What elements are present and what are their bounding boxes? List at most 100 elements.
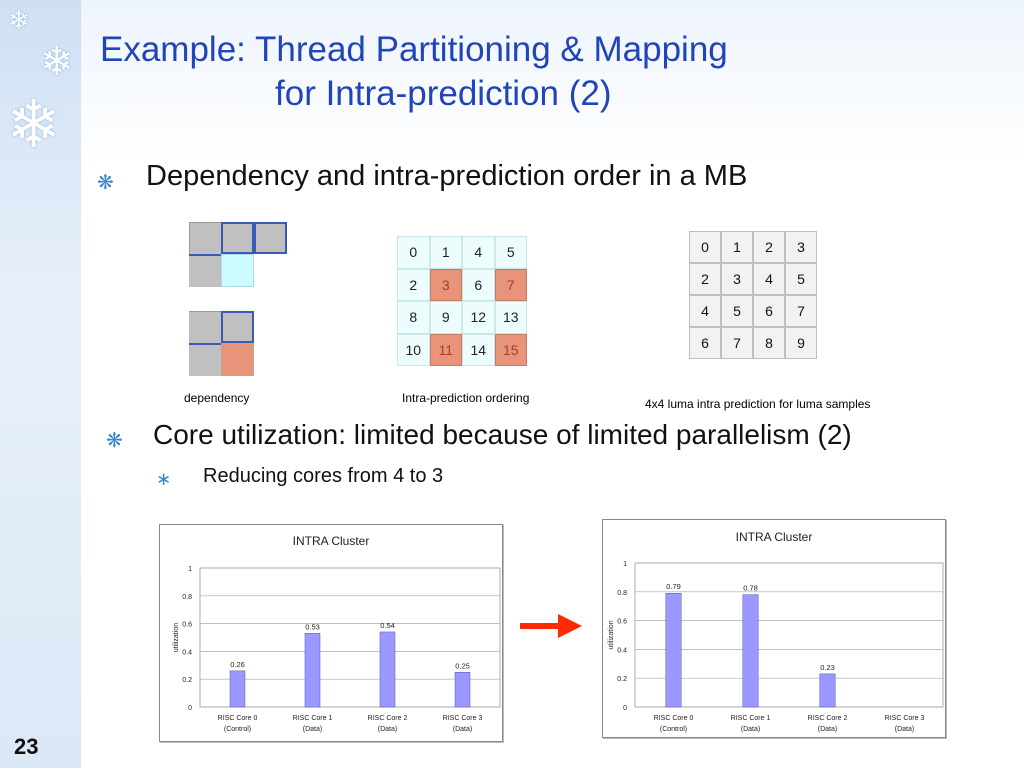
- snowflake-icon: ❄: [40, 39, 74, 85]
- luma-cell: 2: [689, 263, 721, 295]
- right-arrow-icon: [520, 614, 582, 638]
- ordering-cell: 2: [397, 268, 430, 301]
- y-tick-label: 0.8: [617, 590, 627, 597]
- y-axis-label: utilization: [608, 620, 615, 649]
- x-tick-label: RISC Core 2: [368, 715, 408, 722]
- bullet-core-utilization: Core utilization: limited because of lim…: [153, 419, 852, 450]
- ordering-cell: 11: [429, 333, 462, 366]
- luma-cell: 3: [721, 263, 753, 295]
- ordering-cell: 13: [494, 301, 527, 334]
- bar: [229, 670, 246, 708]
- y-tick-label: 1: [623, 561, 627, 568]
- bar: [742, 594, 759, 708]
- y-axis-label: utilization: [173, 623, 180, 652]
- dependency-caption: dependency: [184, 391, 250, 405]
- y-tick-label: 0: [188, 705, 192, 712]
- x-tick-label: (Data): [895, 726, 914, 733]
- title-line-1: Example: Thread Partitioning & Mapping: [100, 30, 728, 69]
- slide-title: Example: Thread Partitioning & Mapping f…: [100, 28, 860, 116]
- x-tick-label: RISC Core 1: [293, 715, 333, 722]
- y-tick-label: 0.2: [617, 676, 627, 683]
- x-tick-label: RISC Core 1: [731, 715, 771, 722]
- bullet-dependency: Dependency and intra-prediction order in…: [146, 160, 748, 192]
- ordering-cell: 12: [462, 301, 495, 334]
- y-tick-label: 0.6: [617, 619, 627, 626]
- x-tick-label: RISC Core 2: [808, 715, 848, 722]
- y-tick-label: 0: [623, 705, 627, 712]
- bar-value-label: 0.53: [305, 622, 320, 631]
- chart-title: INTRA Cluster: [736, 530, 813, 544]
- bar-value-label: 0.54: [380, 621, 395, 630]
- title-line-2: for Intra-prediction (2): [275, 74, 612, 113]
- ordering-cell: 9: [429, 301, 462, 334]
- page-number: 23: [14, 734, 39, 759]
- x-tick-label: (Data): [303, 726, 322, 733]
- luma-cell: 2: [753, 231, 785, 263]
- bar-value-label: 0.25: [455, 661, 470, 670]
- ordering-cell: 0: [397, 236, 430, 269]
- y-tick-label: 0.6: [182, 622, 192, 629]
- luma-cell: 4: [753, 263, 785, 295]
- bar-value-label: 0.79: [666, 582, 681, 591]
- y-tick-label: 0.2: [182, 677, 192, 684]
- ordering-cell: 15: [494, 333, 527, 366]
- luma-cell: 1: [721, 231, 753, 263]
- ordering-cell: 8: [397, 301, 430, 334]
- luma-cell: 0: [689, 231, 721, 263]
- ordering-cell: 4: [462, 236, 495, 269]
- ordering-caption: Intra-prediction ordering: [402, 391, 530, 405]
- ordering-cell: 5: [494, 236, 527, 269]
- ordering-cell: 10: [397, 333, 430, 366]
- chart-title: INTRA Cluster: [293, 534, 370, 548]
- luma-cell: 5: [721, 295, 753, 327]
- x-tick-label: (Control): [660, 726, 687, 733]
- ordering-cell: 7: [494, 268, 527, 301]
- luma-cell: 8: [753, 327, 785, 359]
- luma-cell: 5: [785, 263, 817, 295]
- luma-cell: 6: [689, 327, 721, 359]
- x-tick-label: (Data): [818, 726, 837, 733]
- left-decorative-band: [0, 0, 81, 768]
- bar: [454, 672, 471, 708]
- snowflake-bullet-icon: ❋: [97, 170, 114, 194]
- ordering-cell: 14: [462, 333, 495, 366]
- luma-cell: 9: [785, 327, 817, 359]
- luma-cell: 3: [785, 231, 817, 263]
- luma-cell: 7: [785, 295, 817, 327]
- ordering-cell: 1: [429, 236, 462, 269]
- chart-3-cores: INTRA Cluster 0 0.2 0.4 0.6 0.8 1 utilization 0.…: [602, 519, 946, 738]
- snowflake-icon: ❄: [8, 6, 30, 36]
- luma-cell: 4: [689, 295, 721, 327]
- chart-4-cores-svg: INTRA Cluster 0 0.2 0.4 0.6 0.8 1 utilization 0.…: [173, 534, 501, 733]
- y-tick-label: 0.8: [182, 594, 192, 601]
- luma-cell: 7: [721, 327, 753, 359]
- bar-value-label: 0.23: [820, 663, 835, 672]
- bar: [819, 673, 836, 708]
- y-tick-label: 0.4: [617, 647, 627, 654]
- y-tick-label: 0.4: [182, 649, 192, 656]
- plot-area: [634, 562, 944, 708]
- x-tick-label: (Data): [741, 726, 760, 733]
- ordering-cell: 3: [429, 268, 462, 301]
- luma-cell: 6: [753, 295, 785, 327]
- bar-value-label: 0.78: [743, 584, 758, 593]
- x-tick-label: (Control): [224, 726, 251, 733]
- luma-caption: 4x4 luma intra prediction for luma sampl…: [645, 397, 871, 411]
- x-tick-label: RISC Core 0: [218, 715, 258, 722]
- x-tick-label: RISC Core 3: [443, 715, 483, 722]
- ordering-cell: 6: [462, 268, 495, 301]
- asterisk-bullet-icon: ∗: [156, 469, 172, 490]
- snowflake-icon: ❄: [6, 86, 62, 163]
- snowflake-bullet-icon: ❋: [106, 428, 123, 452]
- bar: [379, 631, 396, 708]
- bar-value-label: 0.26: [230, 660, 245, 669]
- bar: [665, 592, 682, 708]
- x-tick-label: RISC Core 3: [885, 715, 925, 722]
- x-tick-label: (Data): [453, 726, 472, 733]
- y-tick-label: 1: [188, 566, 192, 573]
- chart-3-cores-svg: INTRA Cluster 0 0.2 0.4 0.6 0.8 1 utilization 0.…: [608, 530, 944, 733]
- sub-bullet-reducing-cores: Reducing cores from 4 to 3: [203, 465, 444, 487]
- bar: [304, 633, 321, 708]
